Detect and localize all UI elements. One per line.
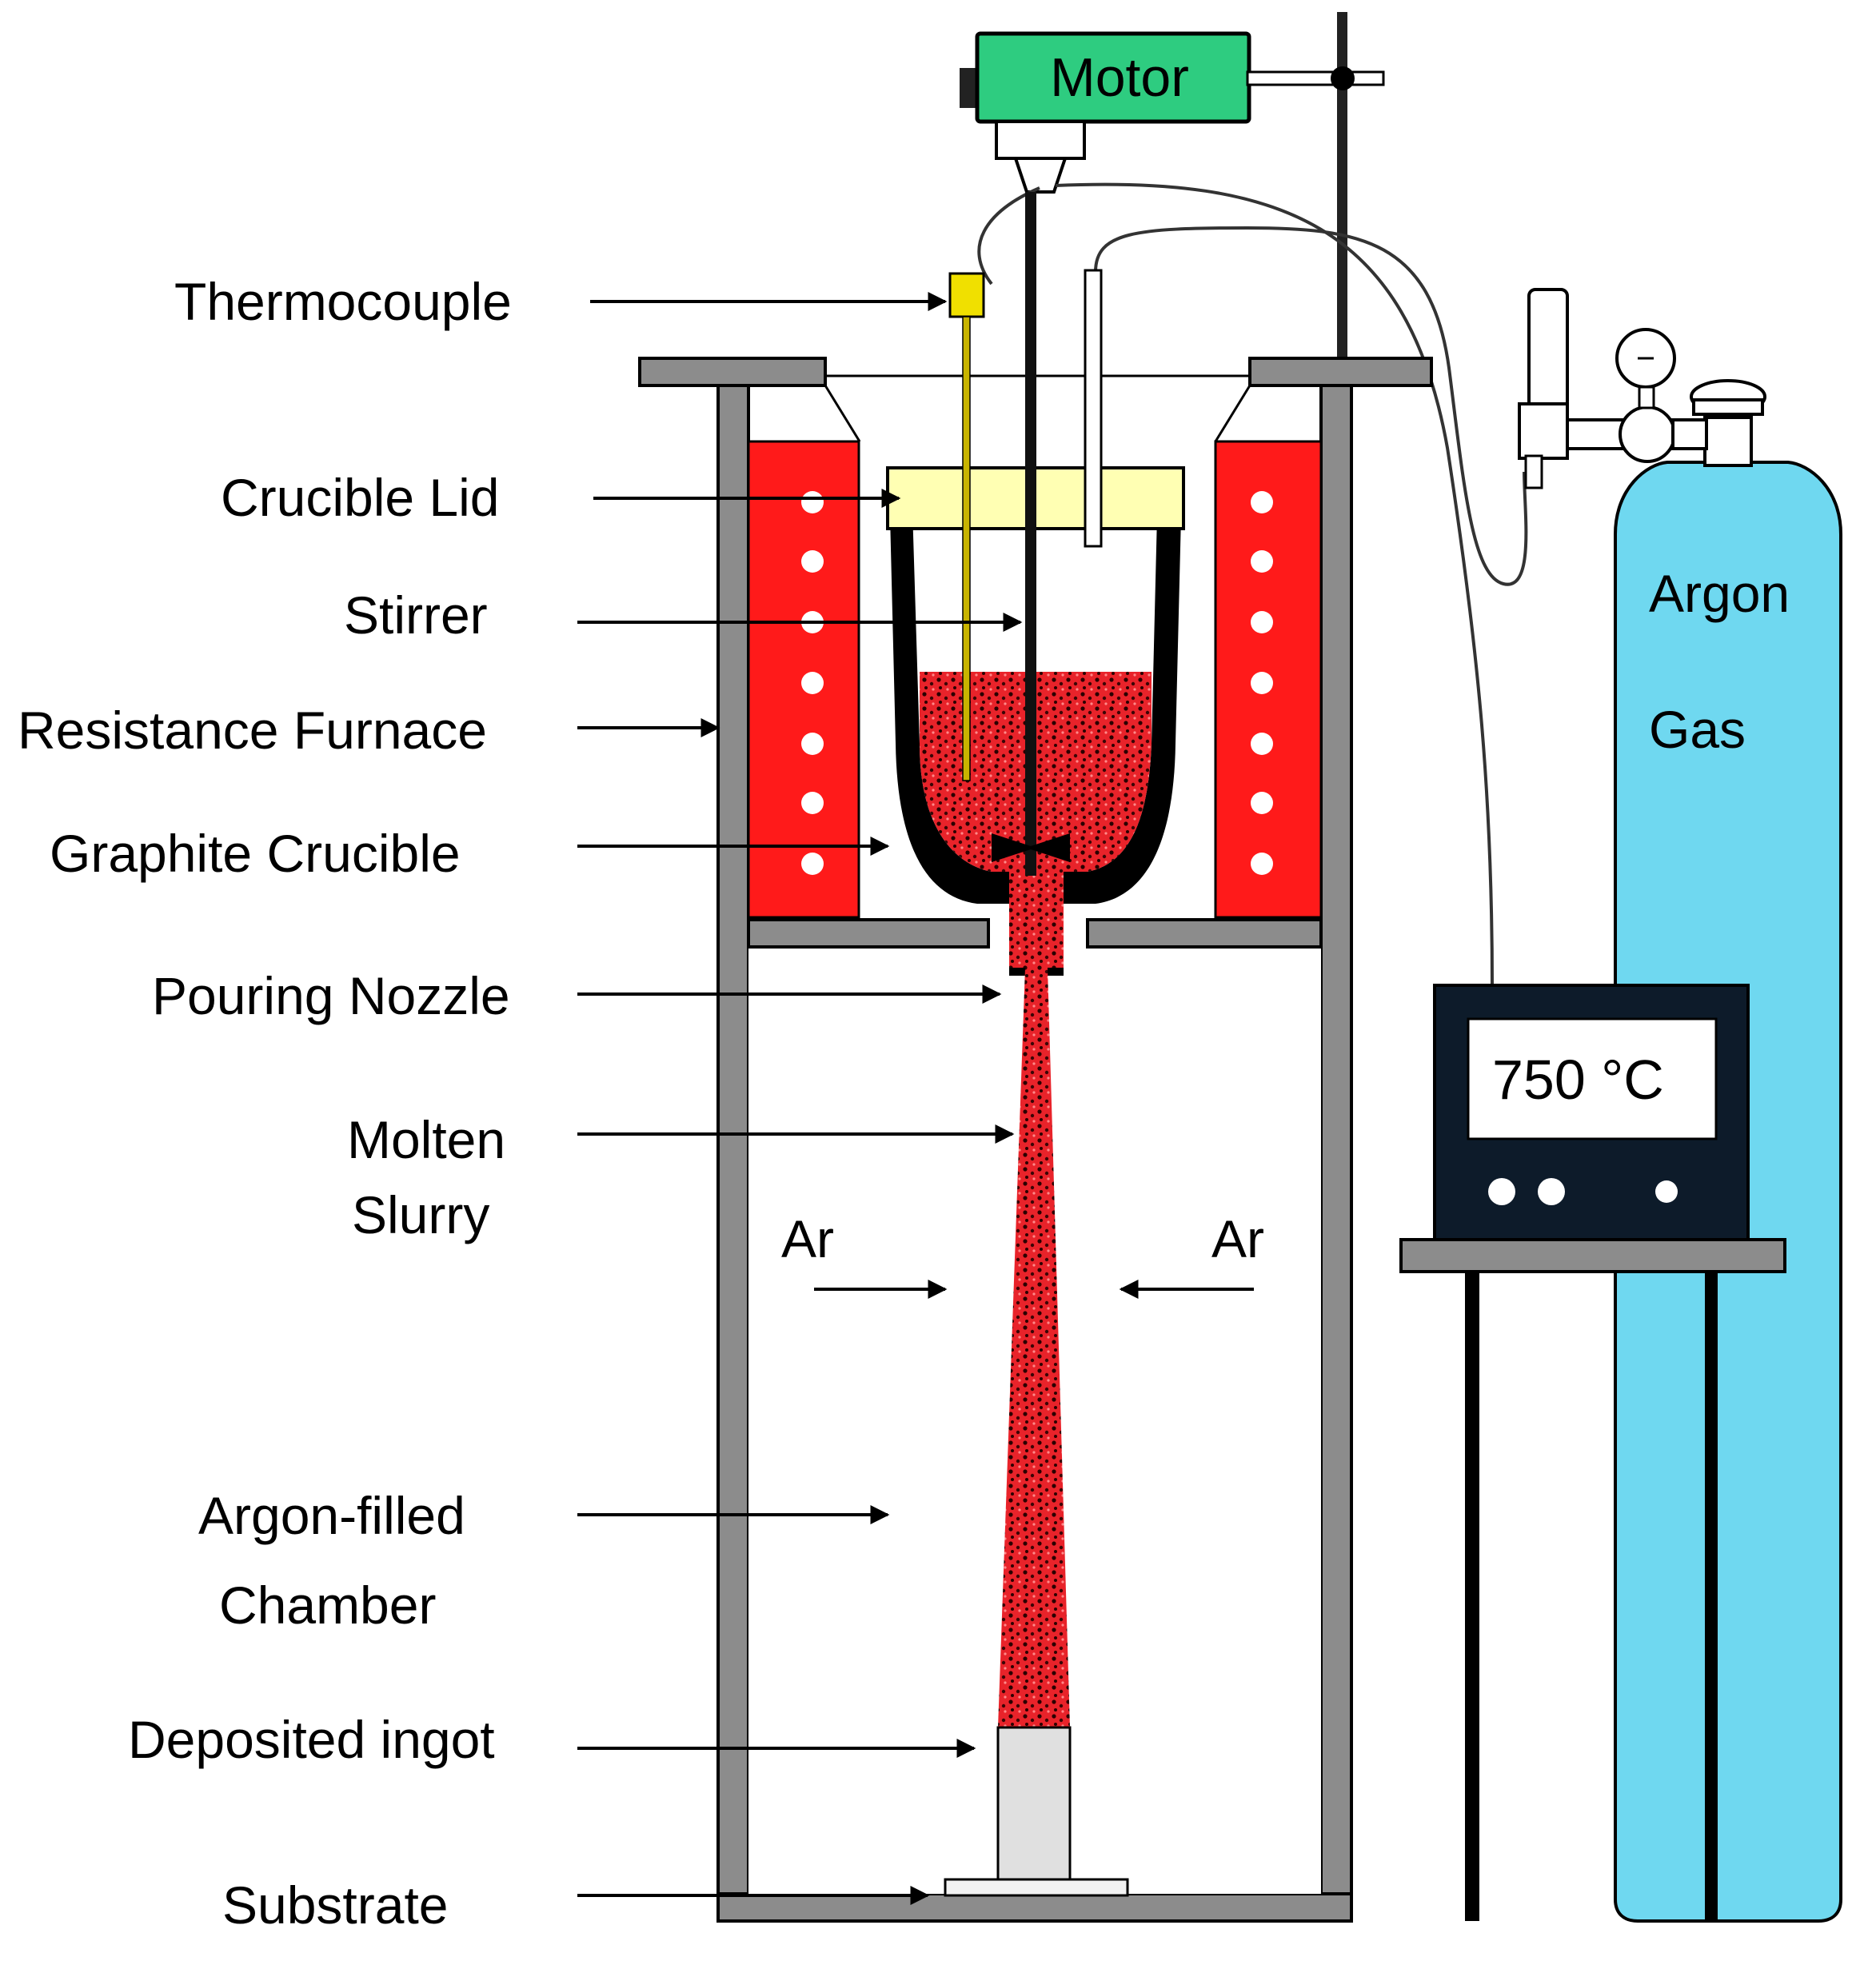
- controller-table: [1399, 1238, 1786, 1921]
- gas-inlet-tube: [1084, 269, 1103, 548]
- molten-slurry-label-2: Slurry: [352, 1185, 489, 1244]
- resistance-furnace: [747, 440, 1323, 919]
- deposited-ingot-label: Deposited ingot: [128, 1710, 495, 1769]
- furnace-floor-left: [747, 918, 990, 949]
- furnace-floor-right: [1086, 918, 1323, 949]
- graphite-crucible-label: Graphite Crucible: [50, 824, 461, 883]
- deposited-ingot: [996, 1726, 1072, 1883]
- stirrer-blade: [992, 833, 1070, 862]
- motor-label: Motor: [1050, 47, 1189, 108]
- spray-cone: [998, 968, 1070, 1727]
- resistance-furnace-label: Resistance Furnace: [18, 701, 487, 760]
- stirrer-label: Stirrer: [344, 585, 488, 645]
- argon-chamber-label-2: Chamber: [219, 1576, 436, 1635]
- substrate: [944, 1878, 1129, 1897]
- thermocouple-label: Thermocouple: [174, 272, 512, 331]
- controller-knob-1: [1488, 1178, 1515, 1205]
- gas-regulator: [1518, 288, 1708, 489]
- substrate-label: Substrate: [222, 1875, 449, 1935]
- stand-rod: [1246, 12, 1385, 364]
- temperature-readout: 750 °C: [1492, 1048, 1664, 1111]
- thermocouple-cable: [977, 186, 1040, 286]
- temperature-controller: 750 °C: [1433, 984, 1750, 1241]
- heating-coils-right: [1251, 491, 1273, 875]
- controller-cable: [1055, 182, 1494, 986]
- pouring-nozzle-label: Pouring Nozzle: [152, 966, 510, 1025]
- ar-label-right: Ar: [1211, 1209, 1264, 1268]
- thermocouple: [948, 272, 985, 781]
- controller-display: [1467, 1017, 1718, 1140]
- motor: Motor: [960, 31, 1251, 194]
- argon-chamber-label-1: Argon-filled: [198, 1486, 465, 1545]
- crucible-lid-label: Crucible Lid: [221, 468, 500, 527]
- stirrer-shaft: [1025, 192, 1036, 876]
- callouts: Thermocouple Crucible Lid Stirrer Resist…: [18, 272, 1023, 1935]
- molten-slurry-label-1: Molten: [347, 1110, 505, 1169]
- argon-gas-label-1: Argon: [1649, 564, 1790, 623]
- controller-knob-2: [1538, 1178, 1565, 1205]
- ar-label-left: Ar: [781, 1209, 834, 1268]
- argon-gas-label-2: Gas: [1649, 700, 1746, 759]
- argon-hose: [1094, 226, 1528, 586]
- controller-indicator: [1655, 1180, 1678, 1203]
